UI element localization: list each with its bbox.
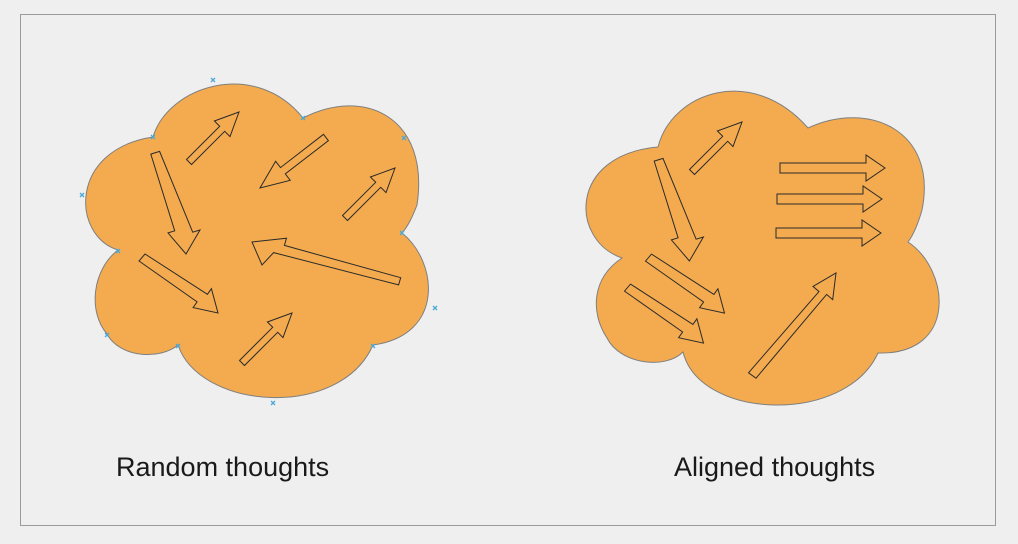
arrow-shape[interactable]	[775, 219, 882, 247]
selection-handle[interactable]	[104, 332, 110, 338]
selection-handle[interactable]	[150, 134, 156, 140]
cloud-aligned[interactable]	[585, 90, 940, 406]
arrow-shape[interactable]	[251, 237, 402, 286]
selection-handle[interactable]	[175, 343, 181, 349]
arrow-shape[interactable]	[623, 283, 705, 344]
diagram-frame	[20, 14, 996, 526]
selection-handle[interactable]	[300, 115, 306, 121]
caption-aligned-thoughts: Aligned thoughts	[674, 452, 876, 482]
arrow-shape[interactable]	[341, 167, 396, 222]
selection-handle[interactable]	[370, 343, 376, 349]
arrow-shape[interactable]	[688, 121, 743, 176]
selection-handle[interactable]	[432, 305, 438, 311]
caption-random-thoughts: Random thoughts	[116, 452, 330, 482]
selection-handle[interactable]	[115, 248, 121, 254]
arrow-shape[interactable]	[653, 157, 705, 262]
selection-handle[interactable]	[401, 135, 407, 141]
cloud-aligned-arrows	[623, 121, 886, 379]
cloud-random-arrows	[138, 111, 402, 367]
arrow-shape[interactable]	[150, 150, 202, 255]
selection-handle[interactable]	[79, 192, 85, 198]
selection-handle[interactable]	[270, 400, 276, 406]
cloud-random[interactable]	[79, 77, 438, 406]
arrow-shape[interactable]	[776, 185, 883, 213]
arrow-shape[interactable]	[258, 133, 330, 189]
selection-handle[interactable]	[399, 230, 405, 236]
cloud-random-handles	[79, 77, 438, 406]
selection-handle[interactable]	[210, 77, 216, 83]
arrow-shape[interactable]	[779, 154, 886, 182]
arrow-shape[interactable]	[747, 272, 837, 379]
arrow-shape[interactable]	[644, 253, 726, 314]
cloud-random-shape[interactable]	[85, 83, 429, 398]
arrow-shape[interactable]	[185, 111, 240, 166]
arrow-shape[interactable]	[138, 253, 219, 314]
arrow-shape[interactable]	[238, 312, 293, 367]
cloud-aligned-shape[interactable]	[585, 90, 940, 406]
